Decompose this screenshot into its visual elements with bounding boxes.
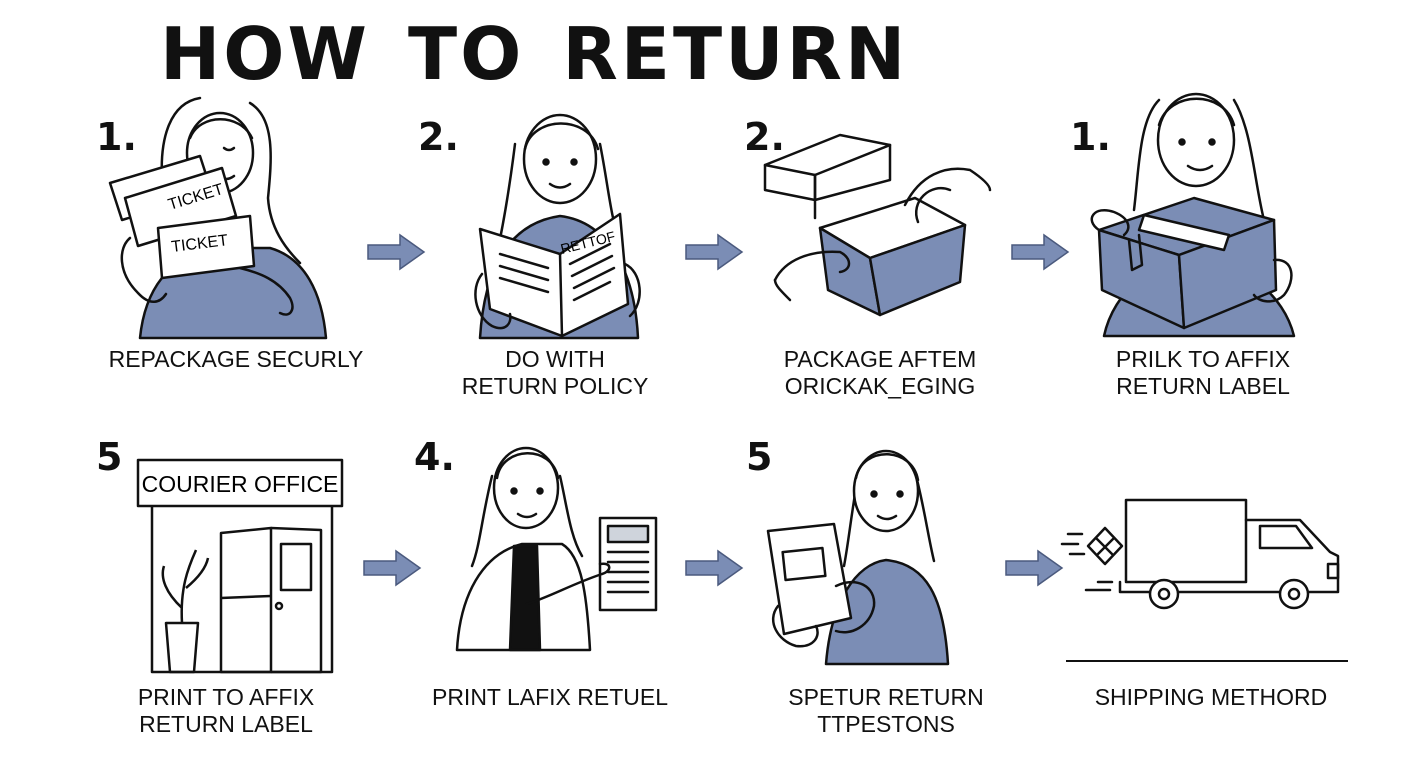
caption-line: SPETUR RETURN — [788, 684, 984, 710]
truck-icon — [1060, 496, 1350, 614]
page-title: HOW TO RETURN — [160, 12, 909, 96]
caption-line: RETURN LABEL — [1116, 373, 1290, 399]
step-number: 4. — [414, 435, 455, 479]
caption-line: DO WITH — [505, 346, 605, 372]
arrow-right-icon — [366, 232, 426, 272]
courier-office-icon: COURIER OFFICE — [136, 458, 346, 674]
caption-line: TTPESTONS — [817, 711, 955, 737]
caption-line: ORICKAK_EGING — [784, 373, 976, 399]
step-number: 1. — [96, 115, 137, 159]
arrow-right-icon — [1004, 548, 1064, 588]
printed-label-icon — [452, 436, 662, 652]
step-number: 5 — [96, 435, 123, 479]
caption-line: RETURN POLICY — [461, 373, 649, 399]
divider — [1066, 660, 1348, 662]
document-icon — [766, 436, 956, 666]
step-caption: DO WITH RETURN POLICY — [410, 346, 700, 400]
step-number: 2. — [744, 115, 785, 159]
step-number: 1. — [1070, 115, 1111, 159]
ticket-label: TICKET — [170, 232, 229, 256]
caption-line: SHIPPING METHORD — [1094, 684, 1328, 710]
caption-line: REPACKAGE SECURLY — [108, 346, 364, 372]
caption-line: PRINT TO AFFIX — [137, 684, 315, 710]
booklet-icon: RETTOF — [470, 104, 650, 340]
arrow-right-icon — [684, 232, 744, 272]
caption-line: PRILK TO AFFIX — [1115, 346, 1291, 372]
step-number: 5 — [746, 435, 773, 479]
tickets-icon: TICKET TICKET — [100, 96, 340, 340]
step-caption: REPACKAGE SECURLY — [96, 346, 376, 373]
package-icon — [1084, 80, 1300, 338]
caption-line: RETURN LABEL — [139, 711, 313, 737]
arrow-right-icon — [362, 548, 422, 588]
step-number: 2. — [418, 115, 459, 159]
caption-line: PACKAGE AFTEM — [783, 346, 977, 372]
arrow-right-icon — [684, 548, 744, 588]
arrow-right-icon — [1010, 232, 1070, 272]
courier-office-sign: COURIER OFFICE — [142, 471, 339, 497]
step-caption: PRINT LAFIX RETUEL — [420, 684, 680, 711]
step-caption: PACKAGE AFTEM ORICKAK_EGING — [740, 346, 1020, 400]
step-caption: PRINT TO AFFIX RETURN LABEL — [96, 684, 356, 738]
step-caption: SHIPPING METHORD — [1076, 684, 1346, 711]
step-caption: PRILK TO AFFIX RETURN LABEL — [1068, 346, 1338, 400]
caption-line: PRINT LAFIX RETUEL — [431, 684, 669, 710]
step-caption: SPETUR RETURN TTPESTONS — [746, 684, 1026, 738]
box-icon — [760, 130, 992, 320]
